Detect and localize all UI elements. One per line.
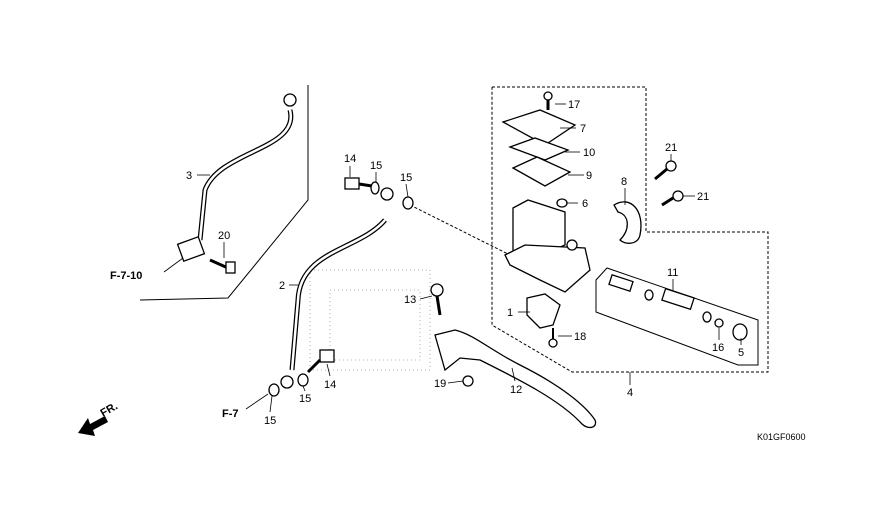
ref-f-7[interactable]: F-7 <box>222 408 239 420</box>
callout-21-b: 21 <box>697 191 709 203</box>
brake-lever <box>434 329 597 429</box>
callout-6: 6 <box>582 198 588 210</box>
callout-4: 4 <box>627 387 633 399</box>
callout-15-c: 15 <box>299 393 311 405</box>
plate-10 <box>508 137 570 161</box>
callout-2: 2 <box>279 280 285 292</box>
callout-16: 16 <box>712 342 724 354</box>
callout-13: 13 <box>404 294 416 306</box>
callout-8: 8 <box>621 176 627 188</box>
master-cylinder-body <box>504 199 591 293</box>
float-6 <box>556 198 568 208</box>
bolt-17 <box>543 91 553 110</box>
callout-1: 1 <box>507 307 513 319</box>
callout-9: 9 <box>586 170 592 182</box>
callout-15-a: 15 <box>370 160 382 172</box>
leader-lines <box>163 103 742 413</box>
ref-line <box>409 204 511 256</box>
master-cylinder-frame <box>491 86 769 373</box>
hose-group-frame <box>139 85 309 301</box>
callout-15-b: 15 <box>400 172 412 184</box>
screw-13 <box>430 283 444 316</box>
brake-hose-lower <box>280 187 394 389</box>
callout-15-d: 15 <box>264 415 276 427</box>
callout-11: 11 <box>667 267 678 279</box>
holder-8 <box>613 201 642 244</box>
callout-17: 17 <box>568 99 580 111</box>
shading <box>309 269 431 371</box>
callout-20: 20 <box>218 230 230 242</box>
callout-19: 19 <box>434 378 446 390</box>
washer-15-a <box>370 181 380 195</box>
diaphragm-9 <box>511 156 572 187</box>
callout-5: 5 <box>738 347 744 359</box>
callout-18: 18 <box>574 331 586 343</box>
bolt-14-lower <box>306 349 335 374</box>
brake-hose-upper <box>176 93 297 263</box>
callout-14-upper: 14 <box>344 153 356 165</box>
washer-15-c <box>297 373 309 387</box>
screw-18 <box>548 328 558 348</box>
front-marker: FR. <box>99 400 120 419</box>
ref-f-7-10[interactable]: F-7-10 <box>110 270 142 282</box>
bolt-21-b <box>661 190 684 207</box>
diagram-code: K01GF0600 <box>757 432 806 442</box>
callout-12: 12 <box>510 384 522 396</box>
callout-7: 7 <box>580 123 586 135</box>
front-arrow-icon <box>78 416 108 436</box>
bolt-20 <box>209 258 236 274</box>
callout-14-lower: 14 <box>324 379 336 391</box>
piston-set-11 <box>608 274 748 341</box>
washer-15-b <box>402 196 414 210</box>
piston-set-frame <box>595 267 759 366</box>
callout-21-a: 21 <box>665 142 677 154</box>
bolt-21-a <box>654 160 677 181</box>
nut-19 <box>462 375 474 387</box>
callout-3: 3 <box>186 170 192 182</box>
bolt-14-upper <box>344 177 373 190</box>
switch-1 <box>526 293 561 329</box>
callout-10: 10 <box>583 147 595 159</box>
washer-15-d <box>268 383 280 397</box>
reservoir-cap-7 <box>501 109 577 146</box>
